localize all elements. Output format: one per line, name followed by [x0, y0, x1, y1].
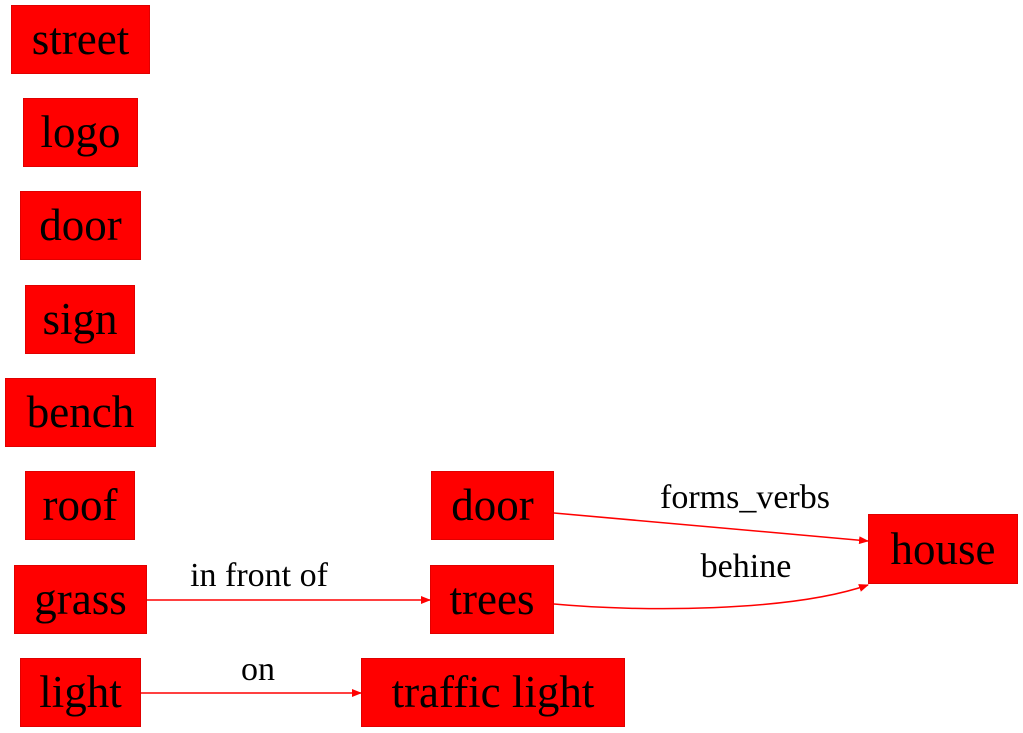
edge-door-house [553, 512, 869, 545]
edge-trees-house [553, 584, 869, 610]
node-traffic-light: traffic light [361, 658, 625, 727]
node-grass: grass [14, 565, 147, 634]
node-light: light [20, 658, 141, 727]
node-bench: bench [5, 378, 156, 447]
node-roof: roof [25, 471, 135, 540]
edge-label-forms-verbs: forms_verbs [660, 479, 830, 516]
node-street: street [11, 5, 150, 74]
node-trees: trees [430, 565, 554, 634]
node-door-mid: door [431, 471, 554, 540]
node-sign: sign [25, 285, 135, 354]
node-door: door [20, 191, 141, 260]
node-house: house [868, 514, 1018, 584]
node-logo: logo [23, 98, 138, 167]
edge-label-behine: behine [700, 548, 792, 585]
edge-label-on: on [241, 651, 275, 688]
edge-label-in-front-of: in front of [190, 557, 328, 594]
